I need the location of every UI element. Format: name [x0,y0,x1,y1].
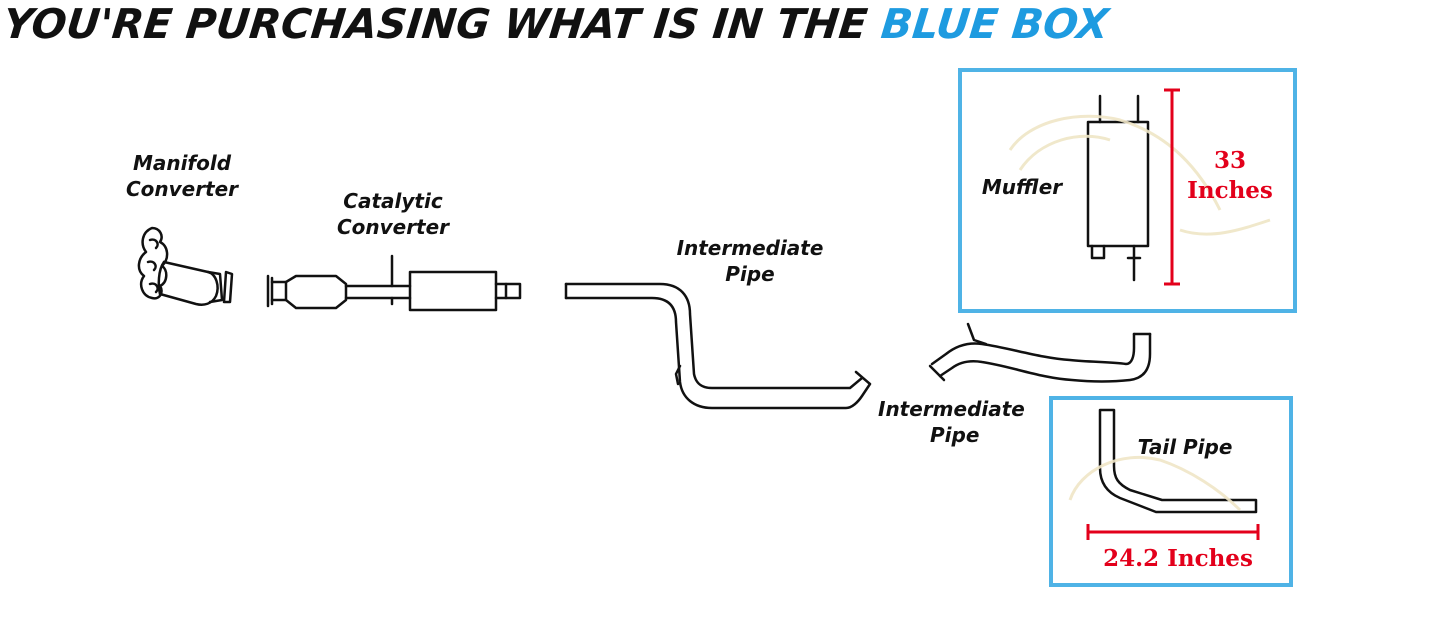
intermediate-pipe-1-label: Intermediate Pipe [664,235,836,287]
measure-lines [1086,88,1260,540]
catalytic-converter-drawing [266,254,522,312]
tailpipe-drawing [1098,408,1258,514]
intermediate2-label-line1: Intermediate [878,397,1025,421]
intermediate-pipe-1-drawing [564,282,872,410]
muffler-measure-value: 33 [1213,147,1246,174]
catalytic-converter-label: Catalytic Converter [320,188,466,240]
manifold-label-line1: Manifold [132,151,232,175]
intermediate-pipe-2-label: Intermediate Pipe [876,396,1052,448]
muffler-box [958,68,1297,313]
muffler-label: Muffler [981,175,1063,199]
catalytic-label-line2: Converter [336,215,450,239]
muffler-measure-unit: Inches [1187,177,1273,204]
muffler-drawing [1086,94,1150,282]
tailpipe-measurement: 24.2 Inches [1103,545,1253,572]
muffler-measurement: 33 Inches [1180,146,1280,206]
intermediate1-label-line1: Intermediate [676,236,824,260]
catalytic-label-line1: Catalytic [343,189,443,213]
intermediate1-label-line2: Pipe [725,262,775,286]
tailpipe-label: Tail Pipe [1137,435,1233,459]
watermark-drawing [1008,114,1271,512]
manifold-converter-drawing [137,226,234,306]
manifold-converter-label: Manifold Converter [112,150,252,202]
tailpipe-box [1049,396,1293,587]
intermediate-pipe-2-drawing [928,322,1152,383]
intermediate2-label-line2: Pipe [930,423,980,447]
manifold-label-line2: Converter [125,177,239,201]
